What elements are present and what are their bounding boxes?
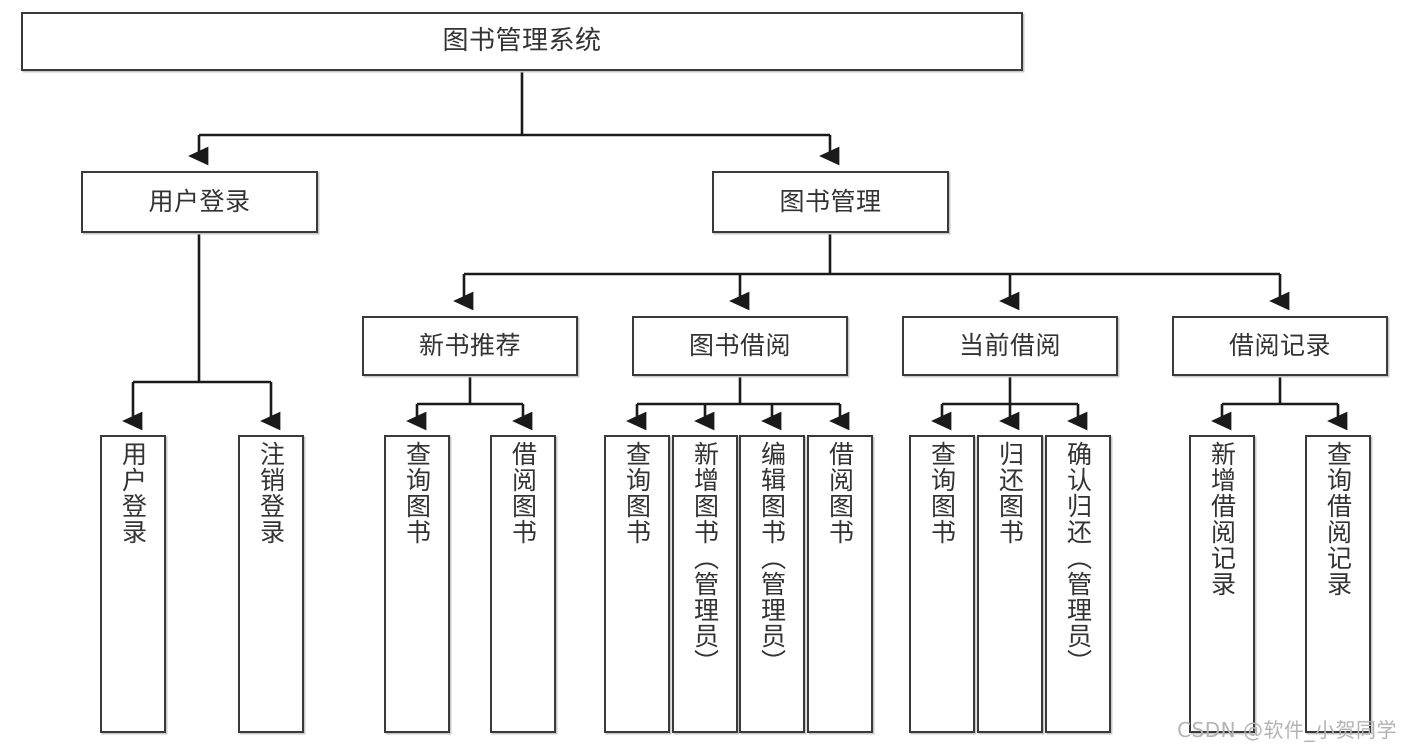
leaf-borrow-borrow-book-label: 借阅图书	[825, 441, 855, 545]
node-user-login[interactable]: 用户登录	[81, 171, 318, 233]
leaf-borrow-add-book-label: 新增图书（管理员）	[690, 441, 720, 675]
node-new-book-recommend-label: 新书推荐	[418, 330, 521, 360]
leaf-current-confirm-return-label: 确认归还（管理员）	[1063, 441, 1093, 675]
node-root-label: 图书管理系统	[442, 25, 602, 56]
leaf-borrow-edit-book-label: 编辑图书（管理员）	[757, 441, 787, 675]
node-book-borrow-label: 图书借阅	[688, 330, 791, 360]
leaf-current-confirm-return[interactable]: 确认归还（管理员）	[1045, 435, 1111, 733]
leaf-new-book-borrow-label: 借阅图书	[508, 441, 538, 545]
leaf-record-query-label: 查询借阅记录	[1323, 441, 1353, 597]
node-user-login-label: 用户登录	[148, 186, 251, 216]
leaf-user-login-login[interactable]: 用户登录	[100, 435, 166, 733]
watermark: CSDN @软件_小贺同学	[1177, 718, 1397, 742]
leaf-current-query-book[interactable]: 查询图书	[909, 435, 975, 733]
leaf-new-book-borrow[interactable]: 借阅图书	[490, 435, 556, 733]
leaf-user-login-login-label: 用户登录	[118, 441, 148, 545]
leaf-borrow-query-book-label: 查询图书	[622, 441, 652, 545]
leaf-user-login-logout[interactable]: 注销登录	[238, 435, 304, 733]
node-root[interactable]: 图书管理系统	[21, 12, 1023, 71]
leaf-current-return-book-label: 归还图书	[995, 441, 1025, 545]
node-book-borrow[interactable]: 图书借阅	[632, 316, 848, 376]
node-borrow-record-label: 借阅记录	[1228, 330, 1331, 360]
leaf-record-add[interactable]: 新增借阅记录	[1189, 435, 1255, 733]
leaf-current-return-book[interactable]: 归还图书	[977, 435, 1043, 733]
leaf-record-query[interactable]: 查询借阅记录	[1305, 435, 1371, 733]
leaf-new-book-query-label: 查询图书	[402, 441, 432, 545]
leaf-user-login-logout-label: 注销登录	[256, 441, 286, 545]
node-borrow-record[interactable]: 借阅记录	[1172, 316, 1388, 376]
leaf-new-book-query[interactable]: 查询图书	[384, 435, 450, 733]
leaf-record-add-label: 新增借阅记录	[1207, 441, 1237, 597]
node-book-management-label: 图书管理	[779, 186, 882, 216]
node-current-borrow-label: 当前借阅	[958, 330, 1061, 360]
leaf-current-query-book-label: 查询图书	[927, 441, 957, 545]
leaf-borrow-edit-book[interactable]: 编辑图书（管理员）	[739, 435, 805, 733]
node-book-management[interactable]: 图书管理	[712, 171, 949, 233]
leaf-borrow-borrow-book[interactable]: 借阅图书	[807, 435, 873, 733]
leaf-borrow-add-book[interactable]: 新增图书（管理员）	[672, 435, 738, 733]
node-new-book-recommend[interactable]: 新书推荐	[362, 316, 578, 376]
node-current-borrow[interactable]: 当前借阅	[902, 316, 1118, 376]
leaf-borrow-query-book[interactable]: 查询图书	[604, 435, 670, 733]
